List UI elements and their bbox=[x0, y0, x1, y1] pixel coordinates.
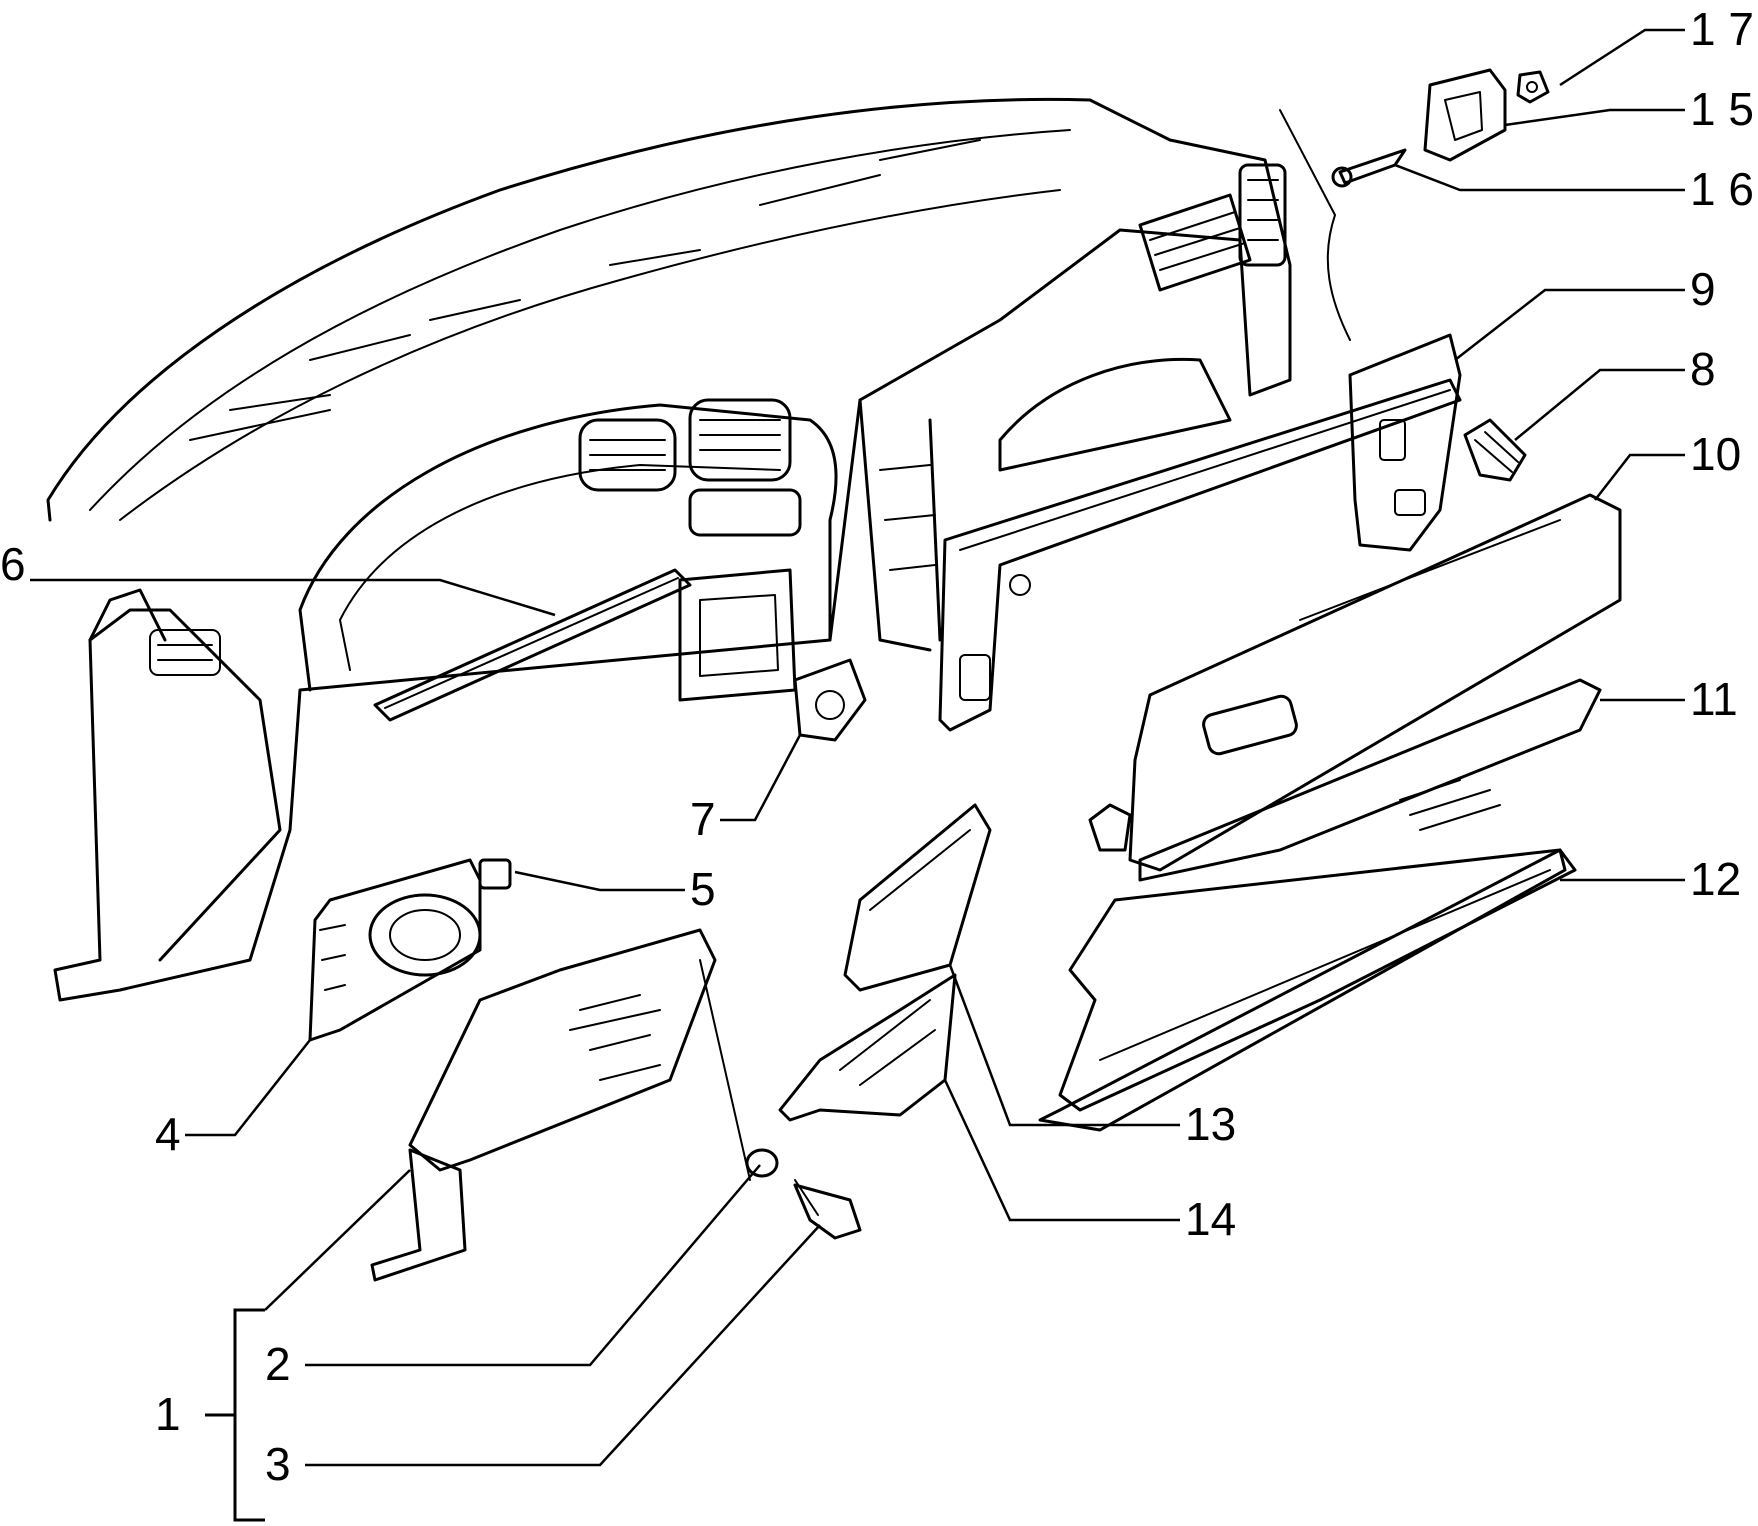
part-8-grommet bbox=[1463, 418, 1527, 482]
callout-6: 6 bbox=[0, 538, 26, 590]
callout-5: 5 bbox=[690, 863, 716, 915]
part-14-bracket bbox=[778, 973, 957, 1122]
part-11-inner-panel bbox=[1138, 678, 1602, 882]
callout-15: 1 5 bbox=[1690, 83, 1754, 135]
part-7-knob bbox=[793, 658, 867, 742]
callout-11: 11 bbox=[1690, 673, 1738, 725]
leader-3 bbox=[305, 1224, 821, 1467]
leader-9 bbox=[1454, 288, 1685, 361]
leader-7 bbox=[720, 734, 802, 822]
leader-10 bbox=[1594, 453, 1685, 501]
part-15-cap bbox=[1423, 68, 1507, 162]
leader-14 bbox=[943, 1079, 1180, 1222]
callout-9: 9 bbox=[1690, 263, 1716, 315]
callout-14: 14 bbox=[1185, 1193, 1236, 1245]
callout-13: 13 bbox=[1185, 1098, 1236, 1150]
group-bracket-1 bbox=[205, 1308, 265, 1522]
leader-17 bbox=[1559, 28, 1685, 87]
callout-17: 1 7 bbox=[1690, 3, 1754, 55]
part-4-speaker-housing bbox=[308, 858, 482, 1042]
leader-lines bbox=[30, 28, 1685, 1467]
leader-6 bbox=[30, 578, 556, 617]
leader-15 bbox=[1504, 108, 1685, 127]
leader-8 bbox=[1514, 368, 1685, 441]
part-10-glovebox-lid bbox=[1088, 493, 1622, 872]
part-6-trim-strip bbox=[373, 568, 692, 722]
callout-16: 1 6 bbox=[1690, 163, 1754, 215]
callout-10: 10 bbox=[1690, 428, 1741, 480]
dashboard-shell bbox=[46, 97, 1292, 1002]
part-9-side-bracket bbox=[1279, 109, 1462, 552]
leader-2 bbox=[305, 1164, 761, 1367]
leader-1-upper bbox=[264, 1169, 411, 1311]
callout-8: 8 bbox=[1690, 343, 1716, 395]
callout-2: 2 bbox=[265, 1338, 291, 1390]
part-5-clip bbox=[478, 858, 512, 890]
callout-3: 3 bbox=[265, 1438, 291, 1490]
part-12-lower-bin bbox=[1038, 848, 1577, 1132]
callout-7: 7 bbox=[690, 793, 716, 845]
callout-12: 12 bbox=[1690, 853, 1741, 905]
leader-4 bbox=[185, 1039, 311, 1137]
dash-lower-rail bbox=[938, 378, 1462, 732]
part-13-cover-pad bbox=[843, 803, 992, 992]
leader-5 bbox=[514, 870, 685, 892]
part-16-screw bbox=[1331, 148, 1407, 188]
leader-13 bbox=[948, 964, 1180, 1127]
callout-1: 1 bbox=[155, 1388, 181, 1440]
part-17-clip-nut bbox=[1516, 70, 1550, 104]
leader-16 bbox=[1394, 163, 1685, 192]
callout-labels: 1 7 1 5 1 6 9 8 10 11 12 13 14 7 6 5 4 2… bbox=[0, 3, 1754, 1490]
part-3-bolt bbox=[745, 1148, 862, 1240]
callout-4: 4 bbox=[155, 1108, 181, 1160]
part-2-glovebox-bin bbox=[370, 928, 751, 1282]
